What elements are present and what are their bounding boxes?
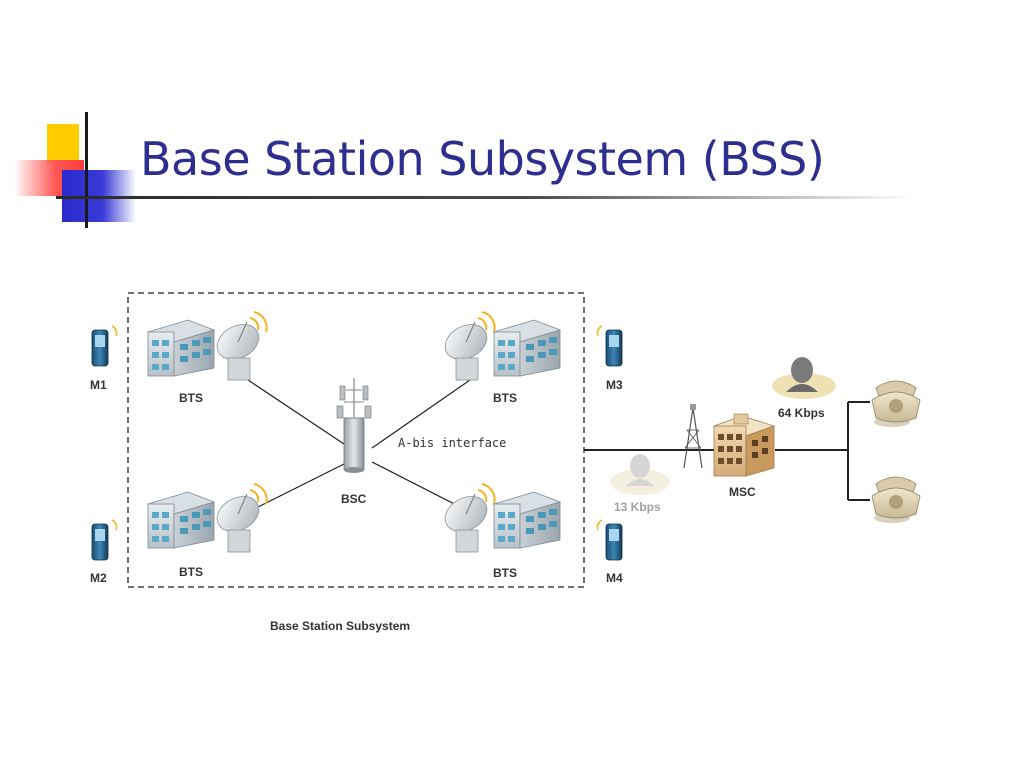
bts-site-3 <box>444 311 562 381</box>
msc-building <box>712 413 776 477</box>
deco-yellow-square <box>47 124 79 164</box>
telephone-icon-bottom <box>871 476 921 523</box>
voice-13kbps-icon <box>610 454 670 495</box>
rate-13kbps-label: 13 Kbps <box>614 500 661 514</box>
diagram-caption: Base Station Subsystem <box>270 619 410 633</box>
rate-64kbps-label: 64 Kbps <box>778 406 825 420</box>
mobile-label-m1: M1 <box>90 378 107 392</box>
bts-label-2: BTS <box>179 565 203 579</box>
mobile-label-m4: M4 <box>606 571 623 585</box>
telephone-icon-top <box>871 380 921 427</box>
link-bts1-bsc <box>247 379 351 449</box>
slide-title: Base Station Subsystem (BSS) <box>140 132 825 186</box>
title-rule <box>56 196 916 199</box>
bts-label-1: BTS <box>179 391 203 405</box>
msc-label: MSC <box>729 485 756 499</box>
msc-antenna-icon <box>683 404 703 469</box>
deco-vertical-line <box>85 112 88 228</box>
a-bis-interface-label: A-bis interface <box>398 436 506 450</box>
bsc-label: BSC <box>341 492 367 506</box>
bts-site-2 <box>146 483 268 553</box>
voice-64kbps-icon <box>772 357 836 399</box>
mobile-m1 <box>91 325 118 367</box>
mobile-label-m2: M2 <box>90 571 107 585</box>
mobile-label-m3: M3 <box>606 378 623 392</box>
bsc-tower <box>336 378 372 473</box>
bts-site-1 <box>146 311 268 381</box>
bts-label-3: BTS <box>493 391 517 405</box>
bts-label-4: BTS <box>493 566 517 580</box>
mobile-m3 <box>596 325 623 367</box>
bts-site-4 <box>444 483 562 553</box>
mobile-m4 <box>596 519 623 561</box>
link-bts3-bsc <box>371 379 471 449</box>
mobile-m2 <box>91 519 118 561</box>
link-bts2-bsc <box>247 461 349 513</box>
bss-boundary <box>127 292 585 588</box>
